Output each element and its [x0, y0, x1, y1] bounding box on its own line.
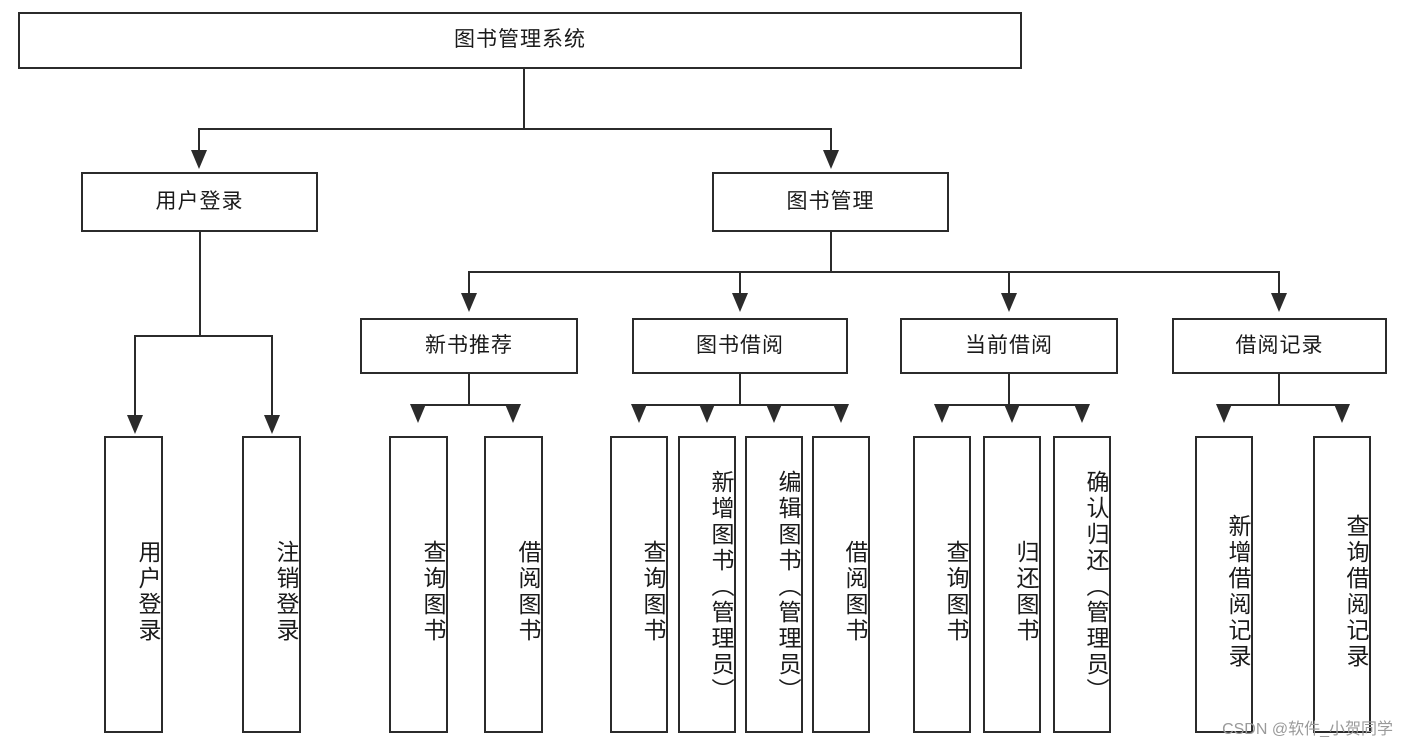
node-cb-return-book-label: 归还图书 — [1013, 539, 1039, 644]
node-book-manage-label: 图书管理 — [786, 189, 875, 213]
connector-borrow-record-stem — [1278, 374, 1280, 405]
node-bb-query-book[interactable]: 查询图书 — [610, 436, 668, 733]
arrowhead-bb-add-book — [699, 404, 715, 423]
arrowhead-br-query-record — [1334, 404, 1350, 423]
node-logout-user-label: 注销登录 — [273, 539, 299, 644]
arrowhead-book-borrow — [732, 293, 748, 312]
arrowhead-current-borrow — [1001, 293, 1017, 312]
connector-current-borrow-stem — [1008, 374, 1010, 405]
connector-book-borrow-stem — [739, 374, 741, 405]
node-user-login[interactable]: 用户登录 — [81, 172, 318, 232]
node-br-add-record-label: 新增借阅记录 — [1225, 513, 1251, 670]
node-current-borrow-label: 当前借阅 — [965, 333, 1053, 357]
arrowhead-cb-query-book — [934, 404, 950, 423]
connector-to-user-login — [198, 128, 200, 152]
arrowhead-bb-edit-book — [766, 404, 782, 423]
connector-to-logout-user — [271, 335, 273, 417]
node-rec-borrow-book[interactable]: 借阅图书 — [484, 436, 543, 733]
node-user-login-label: 用户登录 — [155, 189, 244, 213]
connector-to-current-borrow — [1008, 271, 1010, 295]
arrowhead-bb-query-book — [631, 404, 647, 423]
connector-new-book-rec-bar — [417, 404, 513, 406]
node-bb-add-book[interactable]: 新增图书（管理员） — [678, 436, 736, 733]
arrowhead-new-book-rec — [461, 293, 477, 312]
node-root-label: 图书管理系统 — [454, 28, 586, 52]
node-new-book-rec[interactable]: 新书推荐 — [360, 318, 578, 374]
connector-borrow-record-bar — [1223, 404, 1342, 406]
arrowhead-rec-borrow-book — [505, 404, 521, 423]
arrowhead-user-login — [191, 150, 207, 169]
node-bb-edit-book[interactable]: 编辑图书（管理员） — [745, 436, 803, 733]
connector-to-new-book-rec — [468, 271, 470, 295]
connector-level2-bar — [468, 271, 1280, 273]
node-borrow-record-label: 借阅记录 — [1235, 333, 1324, 357]
node-login-user[interactable]: 用户登录 — [104, 436, 163, 733]
arrowhead-bb-borrow-book — [833, 404, 849, 423]
node-br-query-record-label: 查询借阅记录 — [1343, 513, 1369, 670]
node-book-borrow-label: 图书借阅 — [696, 333, 784, 357]
node-bb-add-book-label: 新增图书（管理员） — [708, 469, 734, 704]
arrowhead-br-add-record — [1216, 404, 1232, 423]
connector-book-borrow-bar — [638, 404, 841, 406]
arrowhead-login-user — [127, 415, 143, 434]
node-bb-borrow-book[interactable]: 借阅图书 — [812, 436, 870, 733]
node-cb-query-book[interactable]: 查询图书 — [913, 436, 971, 733]
connector-to-book-borrow — [739, 271, 741, 295]
node-book-borrow[interactable]: 图书借阅 — [632, 318, 848, 374]
node-login-user-label: 用户登录 — [135, 539, 161, 644]
arrowhead-rec-query-book — [410, 404, 426, 423]
connector-root-stem — [523, 69, 525, 129]
node-cb-confirm-return-label: 确认归还（管理员） — [1083, 469, 1109, 704]
node-rec-query-book[interactable]: 查询图书 — [389, 436, 448, 733]
arrowhead-borrow-record — [1271, 293, 1287, 312]
connector-book-manage-stem — [830, 232, 832, 272]
node-current-borrow[interactable]: 当前借阅 — [900, 318, 1118, 374]
connector-user-login-bar — [134, 335, 273, 337]
connector-level1-bar — [198, 128, 832, 130]
node-br-query-record[interactable]: 查询借阅记录 — [1313, 436, 1371, 733]
node-br-add-record[interactable]: 新增借阅记录 — [1195, 436, 1253, 733]
node-logout-user[interactable]: 注销登录 — [242, 436, 301, 733]
node-rec-borrow-book-label: 借阅图书 — [515, 539, 541, 644]
connector-user-login-stem — [199, 232, 201, 336]
node-cb-return-book[interactable]: 归还图书 — [983, 436, 1041, 733]
connector-to-login-user — [134, 335, 136, 417]
node-book-manage[interactable]: 图书管理 — [712, 172, 949, 232]
node-bb-query-book-label: 查询图书 — [640, 539, 666, 644]
node-cb-query-book-label: 查询图书 — [943, 539, 969, 644]
node-bb-borrow-book-label: 借阅图书 — [842, 539, 868, 644]
connector-to-book-manage — [830, 128, 832, 152]
connector-to-borrow-record — [1278, 271, 1280, 295]
node-borrow-record[interactable]: 借阅记录 — [1172, 318, 1387, 374]
arrowhead-cb-confirm-return — [1074, 404, 1090, 423]
node-rec-query-book-label: 查询图书 — [420, 539, 446, 644]
watermark: CSDN @软件_小贺同学 — [1222, 721, 1393, 738]
node-root[interactable]: 图书管理系统 — [18, 12, 1022, 69]
arrowhead-book-manage — [823, 150, 839, 169]
node-cb-confirm-return[interactable]: 确认归还（管理员） — [1053, 436, 1111, 733]
connector-new-book-rec-stem — [468, 374, 470, 405]
node-bb-edit-book-label: 编辑图书（管理员） — [775, 469, 801, 704]
node-new-book-rec-label: 新书推荐 — [425, 333, 513, 357]
arrowhead-logout-user — [264, 415, 280, 434]
arrowhead-cb-return-book — [1004, 404, 1020, 423]
